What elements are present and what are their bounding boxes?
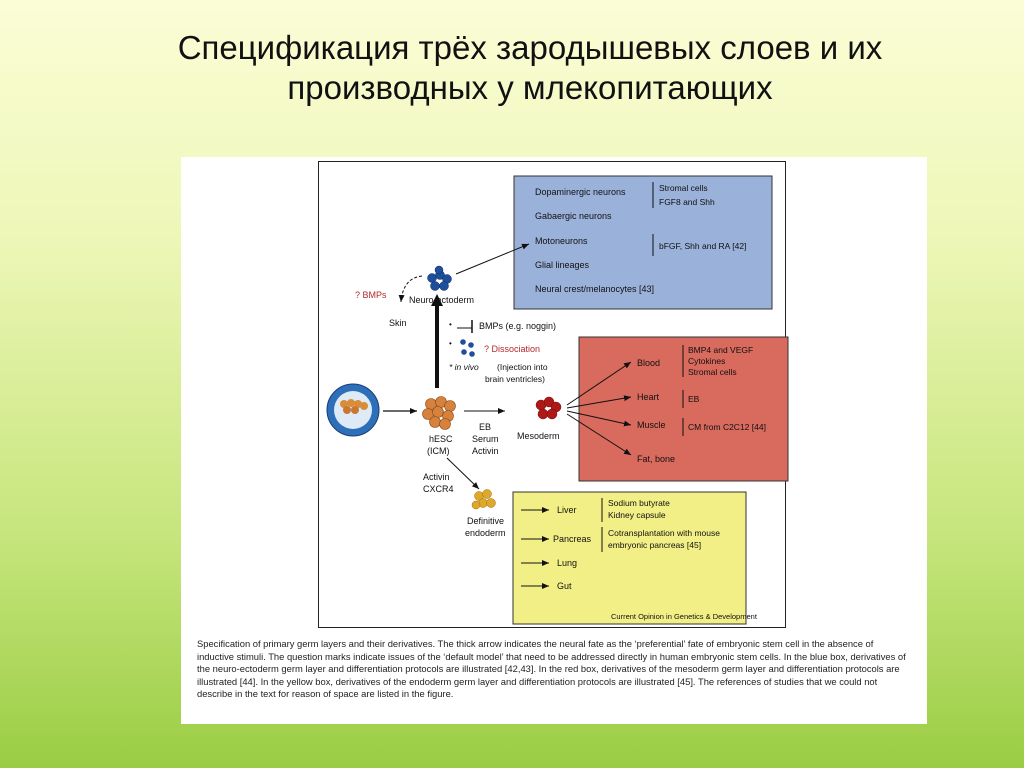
- cell-fat-bone: Fat, bone: [637, 454, 675, 464]
- activin2-label: Activin: [423, 472, 450, 482]
- neuro-ectoderm-cluster-icon: [427, 265, 452, 291]
- cell-gabaergic: Gabaergic neurons: [535, 211, 612, 221]
- neuro-ectoderm-box: [513, 175, 773, 310]
- dashed-arrow-skin: [398, 275, 423, 303]
- journal-credit: Current Opinion in Genetics & Developmen…: [611, 612, 758, 621]
- definitive-label: Definitive: [467, 516, 504, 526]
- eb-label: EB: [479, 422, 491, 432]
- bmps-question: ? BMPs: [355, 290, 387, 300]
- mesoderm-cluster-icon: [535, 396, 562, 420]
- serum-label: Serum: [472, 434, 499, 444]
- figure-caption: Specification of primary germ layers and…: [197, 638, 906, 700]
- protocol-kidney: Kidney capsule: [608, 510, 666, 520]
- protocol-bfgf: bFGF, Shh and RA [42]: [659, 241, 746, 251]
- activin-label: Activin: [472, 446, 499, 456]
- injection-line1: (Injection into: [497, 362, 548, 372]
- bmps-noggin-label: BMPs (e.g. noggin): [479, 321, 556, 331]
- slide-title: Спецификация трёх зародышевых слоев и их…: [60, 28, 1000, 108]
- endoderm-cluster-icon: [471, 489, 496, 510]
- cell-neural-crest: Neural crest/melanocytes [43]: [535, 284, 654, 294]
- dissociation-label: ? Dissociation: [484, 344, 540, 354]
- cxcr4-label: CXCR4: [423, 484, 454, 494]
- protocol-embryonic-pancreas: embryonic pancreas [45]: [608, 540, 701, 550]
- mesoderm-label: Mesoderm: [517, 431, 560, 441]
- endoderm-label: endoderm: [465, 528, 506, 538]
- cell-blood: Blood: [637, 358, 660, 368]
- protocol-fgf8: FGF8 and Shh: [659, 197, 715, 207]
- protocol-cytokines: Cytokines: [688, 356, 725, 366]
- cell-glial: Glial lineages: [535, 260, 590, 270]
- protocol-cotransplant: Cotransplantation with mouse: [608, 528, 720, 538]
- protocol-sodium: Sodium butyrate: [608, 498, 670, 508]
- figure-panel: Dopaminergic neurons Gabaergic neurons M…: [181, 157, 927, 724]
- cell-heart: Heart: [637, 392, 660, 402]
- cell-lung: Lung: [557, 558, 577, 568]
- title-line-2: производных у млекопитающих: [287, 69, 773, 106]
- bullet-dot: •: [449, 320, 452, 329]
- title-line-1: Спецификация трёх зародышевых слоев и их: [177, 29, 883, 66]
- cell-dopaminergic: Dopaminergic neurons: [535, 187, 626, 197]
- protocol-bmp4: BMP4 and VEGF: [688, 345, 753, 355]
- cell-motoneurons: Motoneurons: [535, 236, 588, 246]
- hesc-cluster-icon: [422, 396, 456, 430]
- injection-line2: brain ventricles): [485, 374, 545, 384]
- arrow-to-heart: [566, 395, 632, 409]
- in-vivo-label: * in vivo: [449, 362, 479, 372]
- dissociated-cells-icon: [460, 339, 475, 357]
- cell-gut: Gut: [557, 581, 572, 591]
- protocol-stromal: Stromal cells: [659, 183, 708, 193]
- arrow-to-endoderm: [446, 457, 480, 490]
- germ-layer-diagram: Dopaminergic neurons Gabaergic neurons M…: [326, 175, 789, 625]
- arrow-to-blood: [566, 361, 632, 406]
- protocol-eb: EB: [688, 394, 700, 404]
- arrow-to-fat-bone: [566, 413, 632, 456]
- cell-muscle: Muscle: [637, 420, 666, 430]
- bullet-dot: •: [449, 339, 452, 348]
- thick-arrow-head: [431, 294, 443, 306]
- blastocyst-icon: [326, 383, 380, 437]
- arrow-to-blue-box: [455, 243, 530, 275]
- diagram-frame: Dopaminergic neurons Gabaergic neurons M…: [318, 161, 789, 628]
- protocol-stromal: Stromal cells: [688, 367, 737, 377]
- neuro-ectoderm-label: Neuro-ectoderm: [409, 295, 474, 305]
- skin-label: Skin: [389, 318, 407, 328]
- cell-liver: Liver: [557, 505, 577, 515]
- arrow-to-muscle: [566, 410, 632, 427]
- cell-pancreas: Pancreas: [553, 534, 592, 544]
- hesc-label: hESC: [429, 434, 453, 444]
- endoderm-box: [512, 491, 747, 625]
- icm-label: (ICM): [427, 446, 450, 456]
- protocol-cm: CM from C2C12 [44]: [688, 422, 766, 432]
